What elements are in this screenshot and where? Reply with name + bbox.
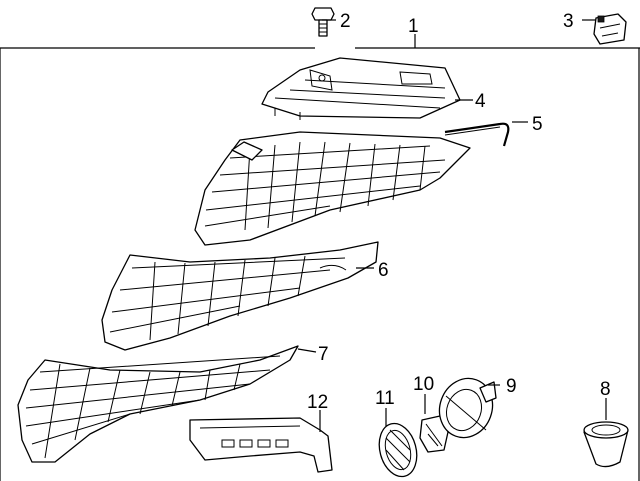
- upper-trim-part-4[interactable]: [261, 57, 461, 120]
- assembly-boundary: [0, 47, 640, 481]
- bolt-part-2[interactable]: [311, 7, 335, 37]
- cylinder-part-8[interactable]: [583, 421, 629, 468]
- bracket-part-12[interactable]: [189, 417, 333, 473]
- callout-6: 6: [378, 260, 389, 281]
- callout-8: 8: [600, 379, 611, 400]
- leader-line-7: [297, 348, 317, 353]
- sensor-cover-part-11[interactable]: [374, 419, 423, 480]
- lower-grille-part-7[interactable]: [17, 345, 299, 463]
- camera-housing-part-9[interactable]: [431, 371, 500, 445]
- seal-strip-part-5[interactable]: [444, 122, 510, 147]
- callout-12: 12: [307, 392, 328, 413]
- callout-3: 3: [563, 11, 574, 32]
- clip-part-3[interactable]: [593, 13, 627, 45]
- callout-2: 2: [340, 11, 351, 32]
- main-grille[interactable]: [194, 131, 471, 246]
- callout-4: 4: [475, 91, 486, 112]
- callout-11: 11: [375, 388, 395, 409]
- callout-9: 9: [506, 376, 517, 397]
- lower-molding-part-6[interactable]: [101, 241, 379, 351]
- callout-7: 7: [318, 344, 329, 365]
- callout-1: 1: [408, 16, 419, 37]
- callout-10: 10: [413, 374, 434, 395]
- callout-5: 5: [532, 114, 543, 135]
